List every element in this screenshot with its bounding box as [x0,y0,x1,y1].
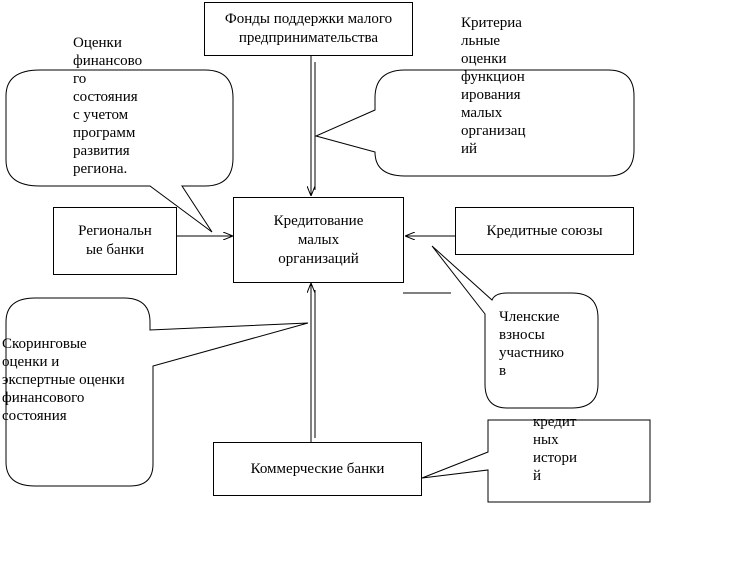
funds-label: Фонды поддержки малого предпринимательст… [224,11,393,46]
center-box: Кредитование малых организаций [233,197,404,283]
callout-history-text: кредит ных истори й [533,414,578,484]
callout-criteria-bubble [314,69,635,177]
credit-unions-box: Кредитные союзы [455,207,634,255]
commercial-banks-label: Коммерческие банки [250,460,385,477]
callout-scoring-text: Скоринговые оценки и экспертные оценки ф… [2,336,125,424]
regional-banks-box: Региональн ые банки [53,207,177,275]
center-label: Кредитование малых организаций [273,212,364,267]
callout-member-text: Членские взносы участнико в [499,309,564,379]
callout-financial-bubble [5,69,234,233]
callout-history-bubble [421,419,651,503]
funds-box: Фонды поддержки малого предпринимательст… [204,2,413,56]
callout-financial-text: Оценки финансово го состояния с учетом п… [73,35,143,177]
regional-banks-label: Региональн ые банки [78,223,152,258]
callout-member-bubble [431,245,599,409]
credit-unions-label: Кредитные союзы [486,222,603,239]
commercial-banks-box: Коммерческие банки [213,442,422,496]
callout-scoring-bubble [5,297,309,487]
callout-criteria-text: Критериа льные оценки функцион ирования … [461,15,526,157]
